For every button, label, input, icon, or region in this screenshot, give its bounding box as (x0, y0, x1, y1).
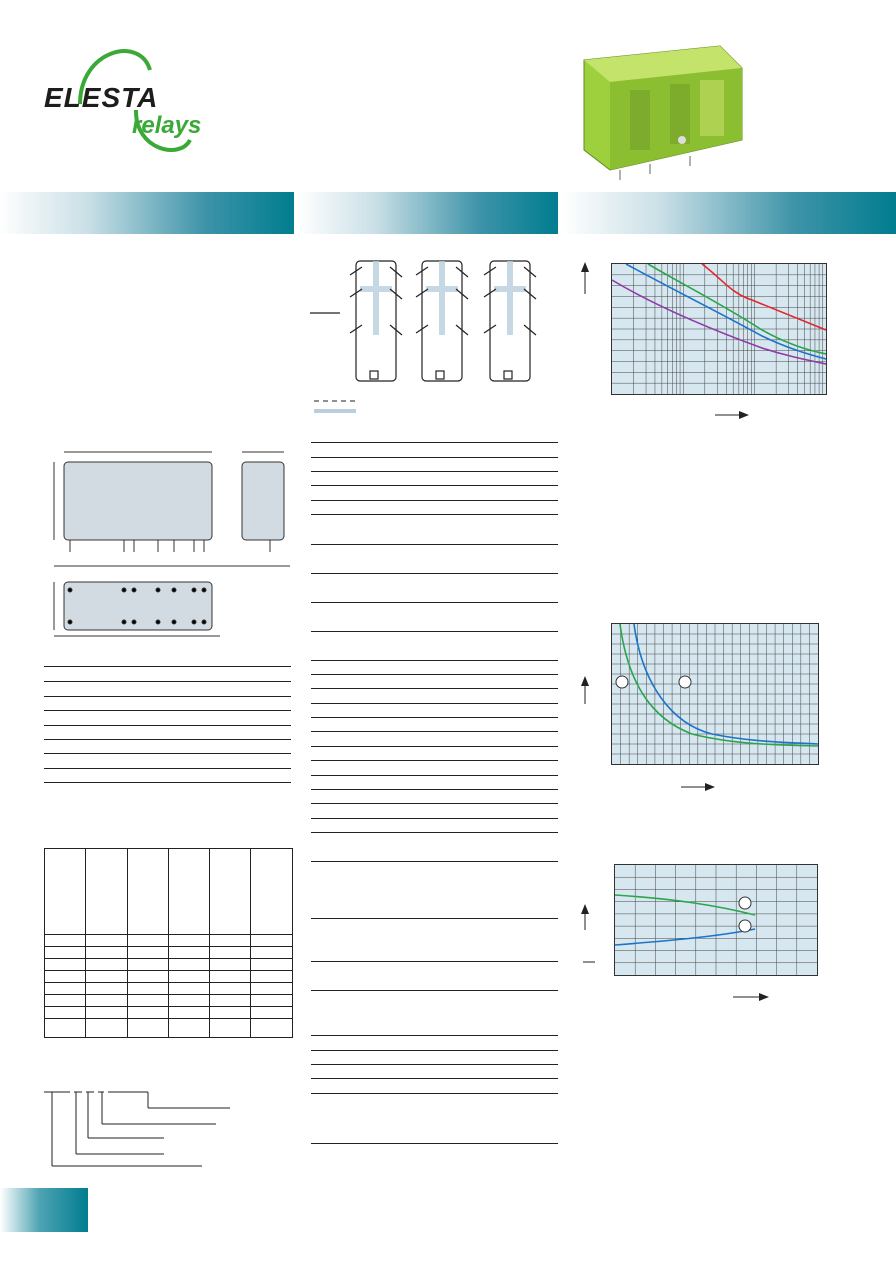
table-row-rule (45, 934, 292, 935)
logo-arc-icon (78, 49, 192, 152)
table-rule (311, 471, 558, 472)
table-rule (311, 990, 558, 991)
table-rule (311, 961, 558, 962)
table-rule (311, 442, 558, 443)
table-column-rule (127, 849, 128, 1037)
chart-2-axis-arrows (581, 676, 715, 791)
table-rule (44, 710, 291, 711)
footer-tab (0, 1188, 88, 1232)
curve-label-circle (738, 896, 752, 910)
ordering-key-diagram (44, 1091, 230, 1167)
table-rule (311, 861, 558, 862)
table-rule (311, 818, 558, 819)
table-rule (311, 674, 558, 675)
curve-label-circle (738, 919, 752, 933)
table-rule (311, 1093, 558, 1094)
product-photo (570, 40, 750, 180)
chart-1-axis-arrows (581, 262, 749, 419)
series-line (612, 279, 826, 365)
table-rule (44, 696, 291, 697)
table-rule (311, 660, 558, 661)
table-row-rule (45, 1018, 292, 1019)
table-rule (311, 775, 558, 776)
table-rule (44, 681, 291, 682)
table-row-rule (45, 970, 292, 971)
table-column-rule (250, 849, 251, 1037)
table-rule (311, 703, 558, 704)
table-rule (311, 1143, 558, 1144)
table-rule (44, 739, 291, 740)
table-column-rule (168, 849, 169, 1037)
table-row-rule (45, 946, 292, 947)
table-rule (311, 500, 558, 501)
table-column-rule (85, 849, 86, 1037)
series-line (615, 928, 756, 946)
table-rule (44, 666, 291, 667)
curve-label-circle (615, 675, 629, 689)
table-rule (311, 544, 558, 545)
table-rule (311, 457, 558, 458)
table-rule (311, 573, 558, 574)
header-bar-right (562, 192, 896, 234)
dimension-drawing (53, 451, 290, 637)
table-rule (44, 782, 291, 783)
table-rule (311, 1078, 558, 1079)
table-rule (311, 514, 558, 515)
table-rule (311, 1050, 558, 1051)
table-rule (311, 760, 558, 761)
table-rule (311, 688, 558, 689)
chart-1 (611, 263, 827, 395)
table-rule (311, 602, 558, 603)
logo-suffix: relays (132, 112, 202, 139)
table-rule (44, 753, 291, 754)
chart-3 (614, 864, 818, 976)
table-rule (44, 768, 291, 769)
table-rule (311, 789, 558, 790)
table-rule (311, 1064, 558, 1065)
table-column-rule (209, 849, 210, 1037)
table-row-rule (45, 1006, 292, 1007)
table-row-rule (45, 982, 292, 983)
header-bar-middle (298, 192, 558, 234)
table-rule (311, 803, 558, 804)
brand-logo: ELESTA relays (40, 40, 230, 160)
series-line (633, 624, 818, 745)
table-rule (44, 725, 291, 726)
table-rule (311, 918, 558, 919)
table-rule (311, 717, 558, 718)
table-row-rule (45, 994, 292, 995)
table-rule (311, 1035, 558, 1036)
series-line (647, 264, 826, 355)
chart-3-axis-arrows (581, 904, 769, 1001)
table-rule (311, 746, 558, 747)
contact-diagram (310, 260, 537, 413)
table-rule (311, 731, 558, 732)
coil-table (44, 848, 293, 1038)
table-row-rule (45, 958, 292, 959)
table-rule (311, 485, 558, 486)
series-line (619, 624, 818, 747)
series-line (701, 264, 826, 331)
chart-2 (611, 623, 819, 765)
series-line (625, 264, 826, 360)
logo-name: ELESTA (44, 82, 159, 113)
table-rule (311, 631, 558, 632)
header-bar-left (0, 192, 294, 234)
curve-label-circle (678, 675, 692, 689)
series-line (615, 894, 756, 916)
table-rule (311, 832, 558, 833)
